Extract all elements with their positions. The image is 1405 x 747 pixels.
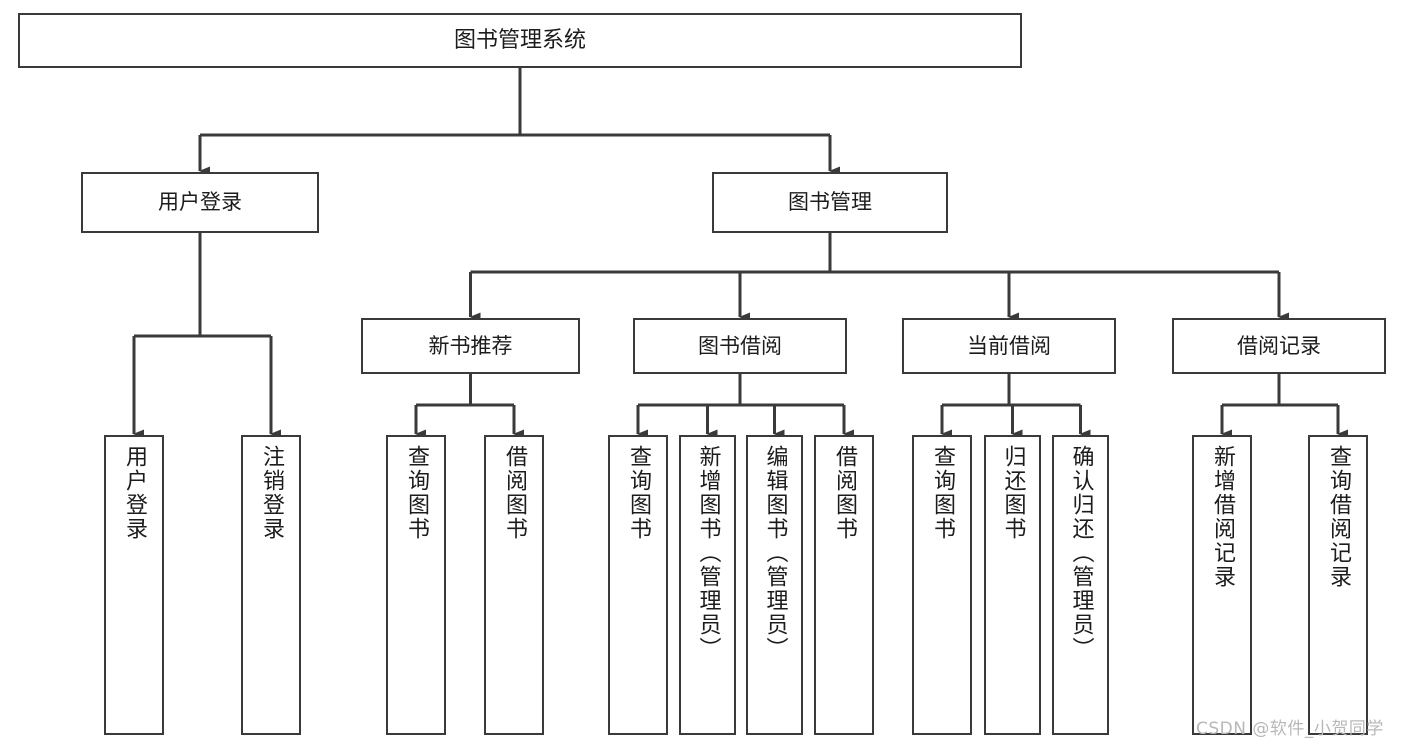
node-label: 用户登录 xyxy=(158,190,242,215)
node-label: 查询图书 xyxy=(626,445,651,541)
node-label: 编辑图书（管理员） xyxy=(762,445,788,661)
node-book-manage[interactable]: 图书管理 xyxy=(712,172,948,233)
node-leaf-user-login[interactable]: 用户登录 xyxy=(104,435,164,735)
node-label: 归还图书 xyxy=(1000,445,1026,541)
node-label: 注销登录 xyxy=(259,445,284,541)
node-leaf-query-book-2[interactable]: 查询图书 xyxy=(608,435,668,735)
node-label: 当前借阅 xyxy=(967,333,1051,358)
node-label: 新书推荐 xyxy=(428,333,513,358)
node-leaf-return-book[interactable]: 归还图书 xyxy=(984,435,1041,735)
node-label: 用户登录 xyxy=(122,445,147,541)
connector-layer xyxy=(132,68,1348,439)
node-label: 图书借阅 xyxy=(698,333,782,358)
node-label: 查询借阅记录 xyxy=(1326,445,1351,589)
node-user-login[interactable]: 用户登录 xyxy=(81,172,319,233)
node-leaf-borrow-book-2[interactable]: 借阅图书 xyxy=(814,435,874,735)
node-label: 借阅图书 xyxy=(832,445,857,541)
node-label: 确认归还（管理员） xyxy=(1068,445,1094,661)
node-label: 图书管理系统 xyxy=(453,27,586,53)
node-label: 借阅图书 xyxy=(502,445,527,541)
node-new-book-rec[interactable]: 新书推荐 xyxy=(361,318,580,374)
node-leaf-add-record[interactable]: 新增借阅记录 xyxy=(1192,435,1252,735)
node-borrow-record[interactable]: 借阅记录 xyxy=(1172,318,1386,374)
node-leaf-query-record[interactable]: 查询借阅记录 xyxy=(1308,435,1368,735)
node-leaf-query-book-3[interactable]: 查询图书 xyxy=(912,435,972,735)
node-label: 查询图书 xyxy=(930,445,955,541)
node-root[interactable]: 图书管理系统 xyxy=(18,13,1022,68)
node-label: 新增借阅记录 xyxy=(1210,445,1235,589)
node-leaf-borrow-book-1[interactable]: 借阅图书 xyxy=(484,435,544,735)
node-leaf-confirm-return[interactable]: 确认归还（管理员） xyxy=(1052,435,1109,735)
node-leaf-user-logout[interactable]: 注销登录 xyxy=(241,435,301,735)
node-leaf-edit-book[interactable]: 编辑图书（管理员） xyxy=(746,435,803,735)
node-label: 图书管理 xyxy=(788,190,872,215)
node-current-borrow[interactable]: 当前借阅 xyxy=(902,318,1116,374)
node-label: 查询图书 xyxy=(404,445,429,541)
node-leaf-add-book[interactable]: 新增图书（管理员） xyxy=(679,435,736,735)
node-label: 新增图书（管理员） xyxy=(695,445,721,661)
node-book-borrow[interactable]: 图书借阅 xyxy=(633,318,847,374)
node-label: 借阅记录 xyxy=(1237,333,1321,358)
node-leaf-query-book-1[interactable]: 查询图书 xyxy=(386,435,446,735)
